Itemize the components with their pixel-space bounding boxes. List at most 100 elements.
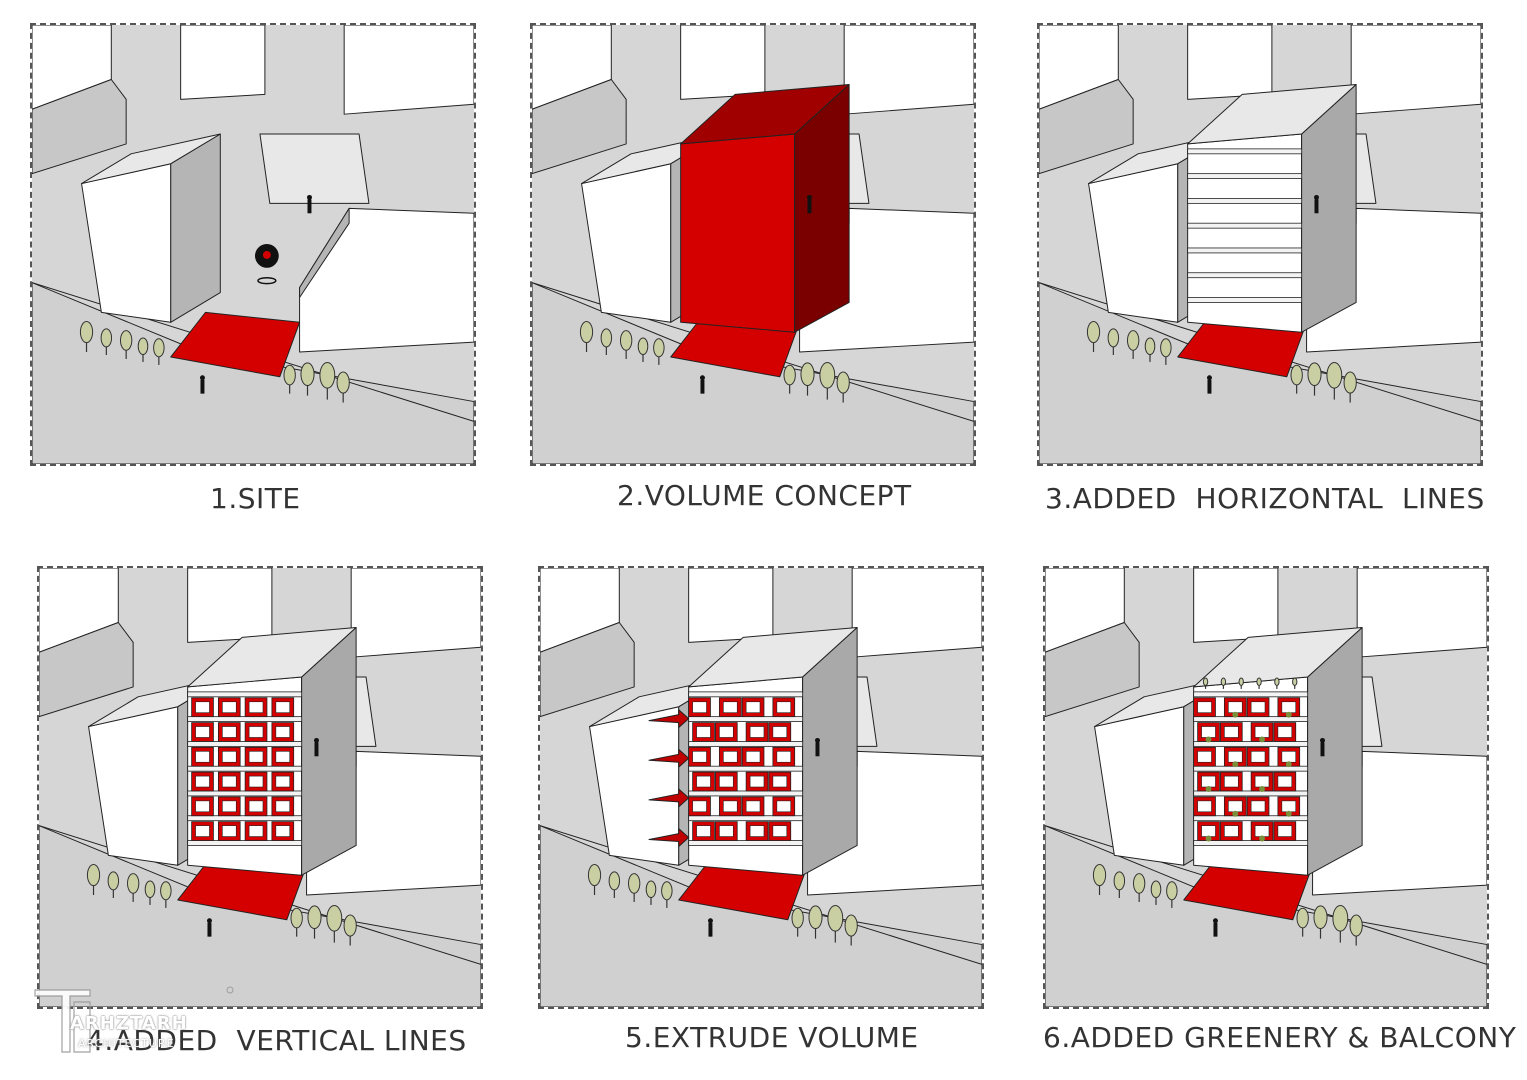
tree-canopy — [336, 371, 350, 394]
floor-slab — [1193, 716, 1309, 722]
person-head — [807, 194, 812, 200]
tree-canopy — [791, 907, 804, 929]
facade-window — [776, 800, 792, 813]
facade-window — [1197, 701, 1212, 713]
step-2-panel — [530, 23, 976, 466]
facade-window — [1224, 726, 1239, 738]
person-figure — [700, 379, 705, 394]
floor-slab — [1187, 247, 1303, 254]
facade-window — [1228, 751, 1243, 763]
tree-canopy — [1126, 330, 1140, 351]
facade-window — [1254, 825, 1270, 837]
tower-roof — [187, 626, 357, 688]
facade-window — [222, 751, 237, 763]
tree-canopy — [290, 907, 303, 929]
facade-window — [275, 825, 291, 837]
tree-canopy — [808, 905, 823, 930]
location-pin-base — [257, 276, 277, 285]
floor-slab — [187, 691, 303, 698]
tree-canopy — [827, 905, 844, 932]
facade-window — [1197, 751, 1212, 763]
tree-canopy — [1220, 677, 1227, 687]
extrude-arrow — [648, 828, 690, 847]
tree-canopy — [119, 330, 133, 351]
street — [532, 282, 974, 464]
tree-canopy — [819, 362, 836, 389]
floor-slab — [1187, 222, 1303, 229]
floor-slab — [187, 765, 303, 772]
street — [540, 825, 982, 1007]
extrude-arrow — [648, 748, 690, 768]
facade-window — [692, 751, 707, 763]
left-building-roof — [81, 133, 221, 185]
street — [39, 825, 481, 1007]
balcony-plant — [1232, 761, 1239, 768]
facade-window — [719, 726, 734, 738]
back-building — [187, 568, 273, 643]
tree-canopy — [86, 864, 101, 887]
step-5-caption: 5.EXTRUDE VOLUME — [625, 1021, 919, 1054]
facade-window — [222, 701, 237, 713]
facade-window — [1277, 726, 1293, 738]
floor-slab — [1187, 198, 1303, 204]
tree-canopy — [1256, 677, 1262, 687]
volume-top — [680, 83, 850, 145]
balcony-plant — [1285, 810, 1292, 817]
floor-slab — [187, 815, 303, 822]
tree-canopy — [1313, 905, 1328, 930]
balcony-plant — [1259, 786, 1266, 792]
facade-window — [1197, 800, 1212, 813]
floor-slab — [187, 840, 303, 846]
tree-canopy — [1202, 677, 1209, 687]
facade-window — [1277, 825, 1293, 837]
tree-canopy — [645, 880, 657, 899]
floor-slab — [1187, 272, 1303, 279]
facade-window — [248, 775, 264, 788]
facade-window — [248, 701, 264, 713]
person-figure — [1213, 922, 1218, 937]
extrude-arrow — [648, 788, 690, 808]
back-building — [843, 25, 974, 115]
facade-window — [1281, 751, 1297, 763]
tree-canopy — [1292, 677, 1298, 687]
step-5-panel — [538, 566, 984, 1009]
person-figure — [708, 922, 713, 937]
floor-slab — [1193, 691, 1309, 698]
facade-window — [248, 726, 264, 738]
facade-window — [745, 800, 761, 813]
facade-window — [1254, 775, 1270, 788]
facade-window — [1250, 751, 1266, 763]
facade-window — [776, 751, 792, 763]
street — [1039, 282, 1481, 464]
person-figure — [200, 379, 205, 394]
back-building-side — [540, 622, 635, 718]
person-head — [1206, 375, 1212, 381]
person-head — [707, 918, 713, 924]
tree-canopy — [1132, 873, 1146, 894]
facade-window — [723, 751, 738, 763]
tree-canopy — [579, 321, 594, 344]
facade-window — [745, 701, 761, 713]
facade-window — [749, 726, 765, 738]
balcony-plant — [1205, 786, 1212, 792]
site-plot — [170, 311, 301, 378]
step-2-caption: 2.VOLUME CONCEPT — [617, 479, 912, 512]
floor-slab — [688, 741, 804, 747]
tree-canopy — [319, 362, 336, 389]
step-2-diagram — [532, 25, 974, 464]
tree-canopy — [1349, 914, 1363, 937]
floor-slab — [1187, 297, 1303, 303]
facade-window — [275, 751, 291, 763]
location-pin-dot — [262, 250, 271, 259]
back-building-side — [532, 79, 627, 175]
tree-canopy — [587, 864, 602, 887]
tree-canopy — [300, 362, 315, 387]
back-building-side — [32, 79, 127, 175]
tree-canopy — [637, 337, 649, 356]
volume-front — [680, 133, 796, 333]
back-building — [180, 25, 266, 100]
facade-window — [1201, 825, 1216, 837]
facade-window — [1250, 800, 1266, 813]
tree-canopy — [800, 362, 815, 387]
tree-canopy — [153, 338, 165, 358]
